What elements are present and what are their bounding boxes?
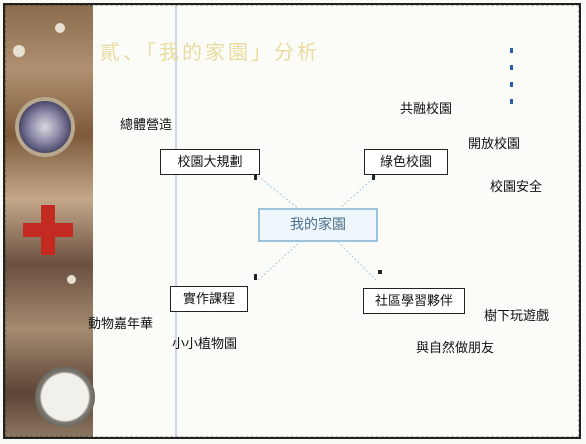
branch-box-community-partner: 社區學習夥伴 bbox=[363, 288, 465, 314]
branch-box-green-campus: 綠色校園 bbox=[364, 149, 448, 175]
decorative-photo-strip bbox=[5, 5, 95, 437]
note-open-campus: 開放校園 bbox=[468, 137, 521, 152]
note-campus-safety: 校園安全 bbox=[490, 180, 543, 195]
note-inclusive-campus: 共融校園 bbox=[400, 102, 453, 117]
note-games-under-tree: 樹下玩遊戲 bbox=[484, 309, 550, 324]
center-topic-box: 我的家園 bbox=[258, 208, 378, 242]
branch-box-campus-plan: 校園大規劃 bbox=[160, 149, 260, 175]
note-overall-building: 總體營造 bbox=[120, 118, 173, 133]
note-little-botanical-garden: 小小植物園 bbox=[172, 337, 238, 352]
accent-dots bbox=[510, 48, 514, 116]
note-friends-with-nature: 與自然做朋友 bbox=[416, 341, 495, 356]
slide-title: 貳、「我的家園」分析 bbox=[100, 40, 320, 64]
cross-medal-icon bbox=[23, 205, 73, 255]
branch-box-practical-course: 實作課程 bbox=[170, 286, 248, 312]
pocket-watch-icon bbox=[35, 367, 95, 427]
medal-icon bbox=[19, 101, 71, 153]
note-animal-carnival: 動物嘉年華 bbox=[88, 317, 154, 332]
slide-frame bbox=[3, 3, 581, 439]
vertical-rule bbox=[175, 5, 177, 437]
